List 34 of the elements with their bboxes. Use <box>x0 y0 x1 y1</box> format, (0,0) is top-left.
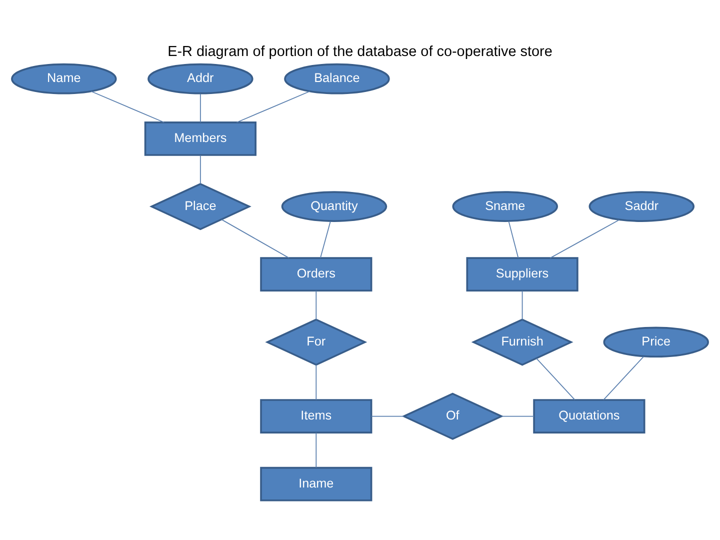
connector <box>316 432 317 468</box>
node-ellipse: Name <box>11 62 117 94</box>
node-diamond: For <box>265 318 368 366</box>
node-ellipse: Saddr <box>588 190 695 222</box>
node-ellipse: Sname <box>452 190 558 222</box>
connector <box>200 92 201 122</box>
node-diamond: Place <box>149 182 252 230</box>
connector <box>550 218 620 258</box>
node-box: Items <box>260 398 372 433</box>
node-box: Members <box>144 121 256 156</box>
connector <box>236 90 310 122</box>
connector <box>221 218 290 258</box>
node-box: Orders <box>260 256 372 292</box>
node-box: Quotations <box>533 398 646 433</box>
node-ellipse: Addr <box>148 62 254 94</box>
connector <box>316 290 317 320</box>
node-box: Iname <box>260 466 372 501</box>
connector <box>603 356 644 400</box>
connector <box>320 220 331 258</box>
node-ellipse: Quantity <box>281 190 388 222</box>
diagram-title: E-R diagram of portion of the database of co-operative store <box>168 43 552 60</box>
node-diamond: Of <box>402 392 504 440</box>
connector <box>536 357 576 400</box>
node-ellipse: Price <box>603 326 709 358</box>
connector <box>508 220 519 258</box>
connector <box>501 415 534 416</box>
connector <box>370 415 404 416</box>
node-ellipse: Balance <box>284 62 390 94</box>
node-box: Suppliers <box>466 256 578 292</box>
connector <box>90 90 165 122</box>
node-diamond: Furnish <box>471 318 574 366</box>
connector <box>522 290 523 320</box>
connector <box>200 154 201 184</box>
connector <box>316 364 317 400</box>
